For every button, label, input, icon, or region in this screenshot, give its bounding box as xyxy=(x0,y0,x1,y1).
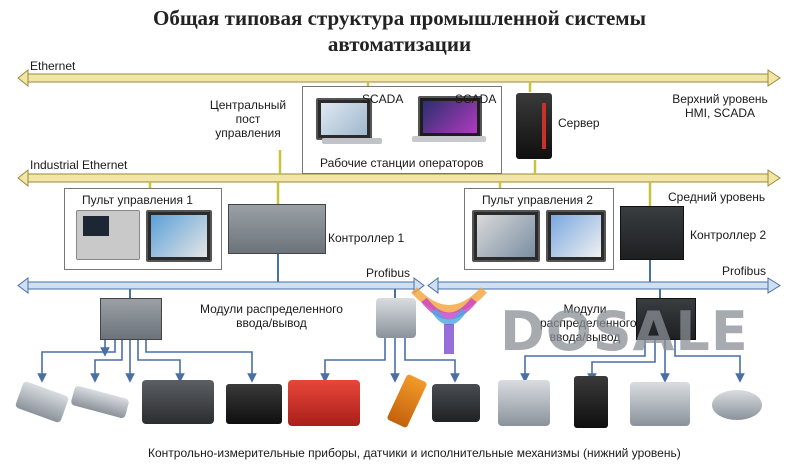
distributed-io-right-icon xyxy=(636,298,696,340)
central-post-line3: управления xyxy=(215,126,281,140)
pushbutton-station-icon xyxy=(498,380,550,426)
controller-2-icon xyxy=(620,206,684,260)
control-panel-1-hmi-a xyxy=(76,210,140,260)
controller-1-label: Контроллер 1 xyxy=(328,231,405,245)
distributed-io-left-line1: Модули распределенного xyxy=(200,302,343,316)
controller-2-label: Контроллер 2 xyxy=(690,228,767,242)
ethernet-bus xyxy=(17,68,781,88)
field-arrows-right xyxy=(520,338,745,383)
profibus-bus-right xyxy=(427,277,781,294)
upper-level-line2: HMI, SCADA xyxy=(684,106,755,120)
field-devices-label: Контрольно-измерительные приборы, датчик… xyxy=(148,446,681,460)
industrial-ethernet-label: Industrial Ethernet xyxy=(30,158,128,172)
central-post-line1: Центральный xyxy=(209,98,287,112)
middle-level-label: Средний уровень xyxy=(668,190,766,204)
workstation-1-monitor xyxy=(316,98,372,140)
control-panel-2-hmi-a xyxy=(472,210,540,262)
operator-workstations-label: Рабочие станции операторов xyxy=(320,156,484,170)
distributed-io-right-line2: распределенного xyxy=(540,316,637,330)
distributed-io-left-icon xyxy=(100,298,162,340)
watermark-text: DOSALE xyxy=(500,300,749,363)
controller-1-icon xyxy=(228,204,326,254)
induction-motor-icon xyxy=(630,382,690,426)
field-arrows-middle xyxy=(320,338,460,383)
profibus-label-left: Profibus xyxy=(366,266,411,280)
control-panel-1-hmi-b xyxy=(146,210,212,262)
central-post-line2: пост xyxy=(235,112,261,126)
server-icon xyxy=(516,93,552,159)
encoder-icon xyxy=(712,390,762,420)
industrial-ethernet-bus xyxy=(17,168,781,188)
gear-motor-icon xyxy=(288,380,360,426)
watermark-logo-icon xyxy=(404,284,494,356)
hydraulic-valve-icon xyxy=(142,380,214,424)
diagram-title-line2: автоматизации xyxy=(327,32,472,56)
server-label: Сервер xyxy=(558,116,600,130)
control-panel-2-label: Пульт управления 2 xyxy=(482,193,593,207)
distributed-io-left-label: Модули распределенного ввода/вывод xyxy=(200,302,343,330)
frequency-drive-icon xyxy=(574,376,608,428)
industrial-ethernet-drops xyxy=(148,150,652,206)
relay-module-icon xyxy=(432,384,480,422)
workstation-1-keyboard xyxy=(322,138,382,144)
distributed-io-middle-icon xyxy=(376,298,416,338)
upper-level-line1: Верхний уровень xyxy=(672,92,768,106)
scada-label-2: SCADA xyxy=(455,92,497,106)
upper-level-label: Верхний уровень HMI, SCADA xyxy=(672,92,768,120)
profibus-bus-left xyxy=(17,277,425,294)
profibus-label-right: Profibus xyxy=(722,264,767,278)
distributed-io-right-line3: ввода/вывод xyxy=(549,330,621,344)
scada-label-1: SCADA xyxy=(362,92,404,106)
control-panel-2-hmi-b xyxy=(546,210,606,262)
distributed-io-right-line1: Модули xyxy=(563,302,607,316)
diagram-title-line1: Общая типовая структура промышленной сис… xyxy=(152,6,647,30)
distributed-io-left-line2: ввода/вывод xyxy=(236,316,307,330)
ethernet-label: Ethernet xyxy=(30,59,76,73)
workstation-2-laptop-base xyxy=(412,136,486,142)
field-arrows-left xyxy=(37,338,257,383)
profibus-drops xyxy=(129,252,661,300)
servo-motor-icon xyxy=(226,384,282,424)
control-panel-1-label: Пульт управления 1 xyxy=(82,193,193,207)
central-post-label: Центральный пост управления xyxy=(208,98,288,140)
distributed-io-right-label: Модули распределенного ввода/вывод xyxy=(540,302,637,344)
